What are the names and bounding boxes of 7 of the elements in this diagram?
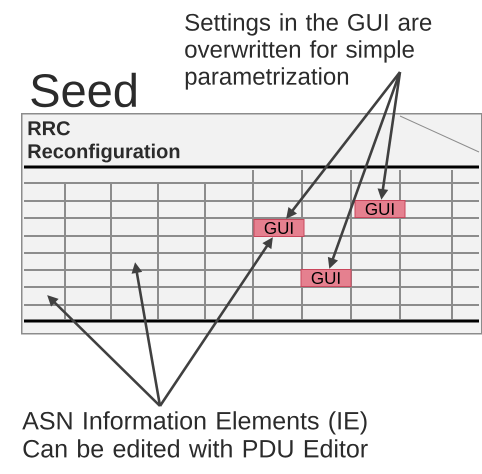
annotation-text: ASN Information Elements (IE) Can be edited with PDU Editor [22,411,368,458]
panel-title: RRC Reconfiguration [28,121,180,162]
gui-tag: GUI [300,269,352,287]
heading: Seed [31,72,136,108]
gui-tag: GUI [354,200,406,218]
gui-tag: GUI [254,219,304,237]
annotation-text: Settings in the GUI are overwritten for simple parametrization [185,13,432,90]
